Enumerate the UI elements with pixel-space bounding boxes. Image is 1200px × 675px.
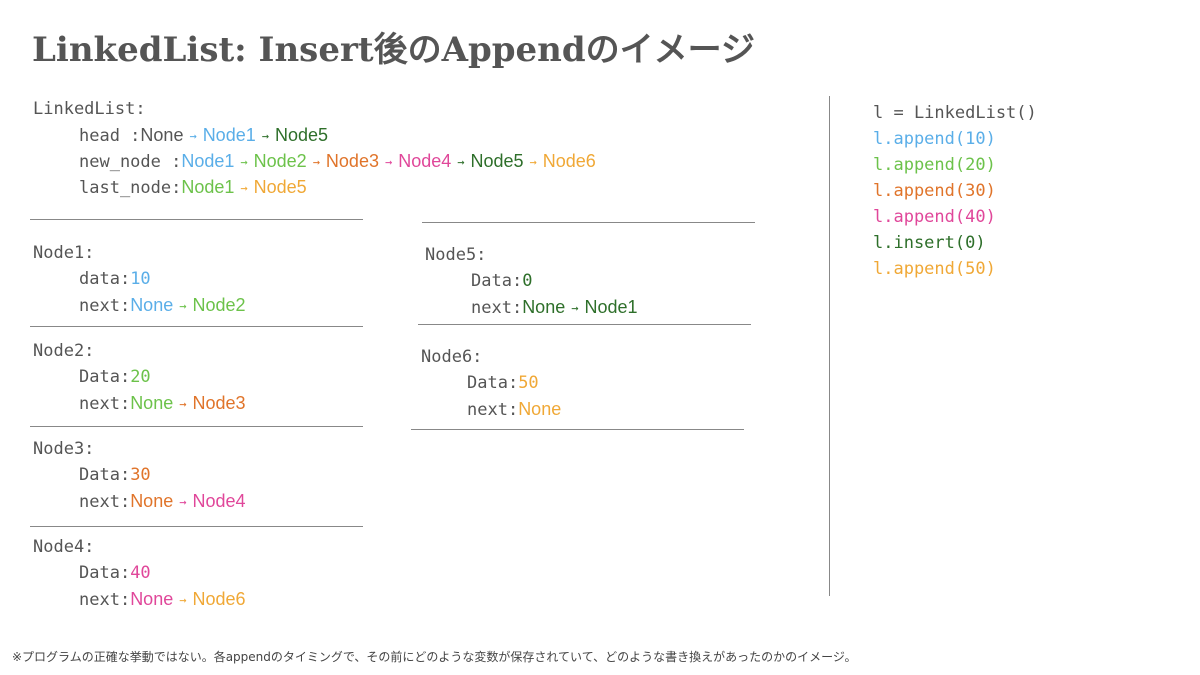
node6-next-from: None [518,399,562,419]
arrow-icon: → [179,397,187,411]
node1-next-label: next: [79,296,131,316]
node3-next-label: next: [79,492,131,512]
arrow-icon: → [261,129,269,143]
vertical-divider [829,96,830,596]
node5-next-from: None [522,297,566,317]
node5-label: Node5: [425,245,487,265]
head-chain-2: Node5 [274,125,329,145]
node4-data-label: Data: [79,563,131,583]
node2-label: Node2: [33,341,95,361]
arrow-icon: → [189,129,197,143]
node1-next-row: next:None → Node2 [79,292,246,318]
node2-data-value: 20 [130,367,151,387]
node4-data-row: Data:40 [79,560,151,586]
arrow-icon: → [312,155,320,169]
node5-next-label: next: [471,298,523,318]
node6-data-label: Data: [467,373,519,393]
head-chain-0: None [140,125,184,145]
page-title: LinkedList: Insert後のAppendのイメージ [32,30,755,70]
node3-data-value: 30 [130,465,151,485]
node2-data-label: Data: [79,367,131,387]
node3-next-row: next:None → Node4 [79,488,246,514]
node5-next-to: Node1 [584,297,638,317]
head-label: head : [79,126,141,146]
arrow-icon: → [179,299,187,313]
node2-next-to: Node3 [192,393,246,413]
new-node-chain-2: Node3 [325,151,379,171]
last-node-chain-1: Node5 [253,177,307,197]
code-line-2: l.append(20) [873,155,996,175]
code-line-5: l.insert(0) [873,233,986,253]
code-line-4: l.append(40) [873,207,996,227]
arrow-icon: → [457,155,465,169]
node2-next-label: next: [79,394,131,414]
node5-data-label: Data: [471,271,523,291]
new-node-chain-4: Node5 [470,151,524,171]
code-line-1: l.append(10) [873,129,996,149]
code-line-3: l.append(30) [873,181,996,201]
node6-next-label: next: [467,400,519,420]
new-node-label: new_node : [79,152,182,172]
divider [418,324,751,325]
arrow-icon: → [571,301,579,315]
node4-next-row: next:None → Node6 [79,586,246,612]
arrow-icon: → [529,155,537,169]
last-node-chain-0: Node1 [181,177,235,197]
node3-data-label: Data: [79,465,131,485]
arrow-icon: → [384,155,393,169]
node1-data-label: data: [79,269,131,289]
node4-label: Node4: [33,537,95,557]
head-chain-1: Node1 [202,125,256,145]
node1-next-to: Node2 [192,295,246,315]
divider [422,222,755,223]
node3-next-from: None [130,491,174,511]
divider [411,429,744,430]
node5-data-value: 0 [522,271,533,291]
node3-label: Node3: [33,439,95,459]
footnote: ※プログラムの正確な挙動ではない。各appendのタイミングで、その前にどのよう… [12,650,857,664]
node4-next-label: next: [79,590,131,610]
linkedlist-label: LinkedList: [33,99,146,119]
node6-next-row: next:None [467,396,561,422]
divider [30,326,363,327]
node2-next-from: None [130,393,174,413]
node1-next-from: None [130,295,174,315]
divider [30,426,363,427]
code-line-6: l.append(50) [873,259,996,279]
arrow-icon: → [240,181,248,195]
last-node-row: last_node:Node1 → Node5 [79,174,307,200]
node6-label: Node6: [421,347,483,367]
node1-data-value: 10 [130,269,151,289]
new-node-chain-0: Node1 [181,151,235,171]
head-row: head :None → Node1 → Node5 [79,122,328,148]
code-line-0: l = LinkedList() [873,103,1037,123]
node3-next-to: Node4 [192,491,246,511]
node4-next-to: Node6 [192,589,246,609]
arrow-icon: → [240,155,248,169]
node6-data-value: 50 [518,373,539,393]
arrow-icon: → [179,495,187,509]
node2-data-row: Data:20 [79,364,151,390]
node1-label: Node1: [33,243,95,263]
new-node-row: new_node :Node1 → Node2 → Node3 → Node4 → Node5 →… [79,148,596,174]
node3-data-row: Data:30 [79,462,151,488]
node5-data-row: Data:0 [471,268,532,294]
last-node-label: last_node: [79,178,182,198]
divider [30,526,363,527]
node2-next-row: next:None → Node3 [79,390,246,416]
new-node-chain-3: Node4 [398,151,452,171]
arrow-icon: → [179,593,187,607]
node5-next-row: next:None → Node1 [471,294,638,320]
node4-next-from: None [130,589,174,609]
new-node-chain-1: Node2 [253,151,307,171]
node4-data-value: 40 [130,563,151,583]
node1-data-row: data:10 [79,266,151,292]
node6-data-row: Data:50 [467,370,539,396]
divider [30,219,363,220]
new-node-chain-5: Node6 [542,151,596,171]
